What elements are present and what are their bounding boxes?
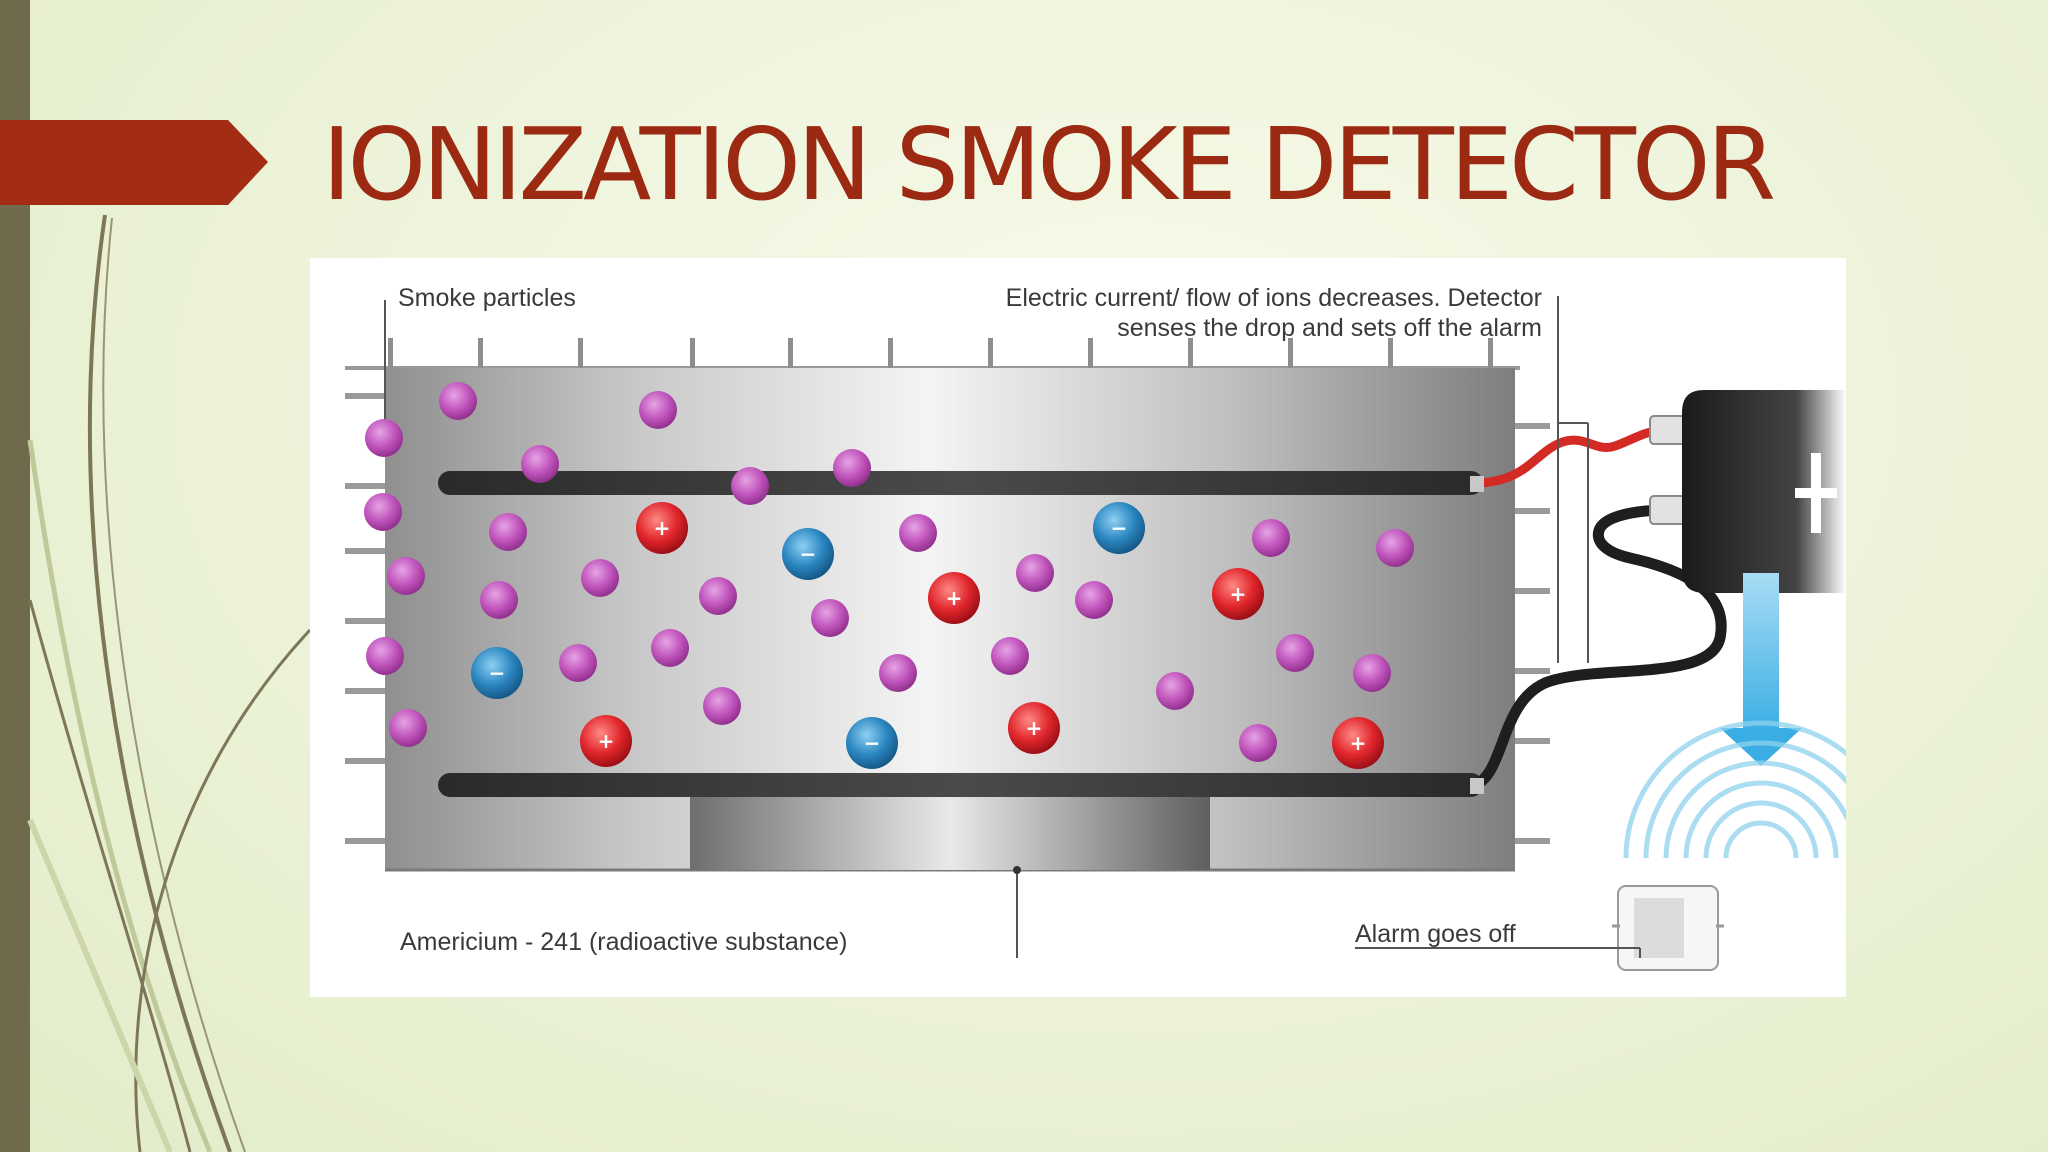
smoke-particle — [1156, 672, 1194, 710]
smoke-particle — [439, 382, 477, 420]
top-electrode-plate — [438, 471, 1483, 495]
svg-text:−: − — [1111, 516, 1128, 540]
smoke-particle — [1276, 634, 1314, 672]
smoke-particle — [879, 654, 917, 692]
negative-ion: − — [782, 528, 834, 580]
diagram-canvas: + + + + + — [345, 284, 1846, 971]
smoke-particle — [699, 577, 737, 615]
smoke-particles — [364, 382, 1414, 762]
bottom-electrode-plate — [438, 773, 1483, 797]
label-americium: Americium - 241 (radioactive substance) — [400, 928, 847, 956]
label-smoke-particles: Smoke particles — [398, 284, 576, 312]
smoke-particle — [991, 637, 1029, 675]
slide-title: IONIZATION SMOKE DETECTOR — [322, 106, 1776, 223]
smoke-particle — [1353, 654, 1391, 692]
negative-ion: − — [846, 717, 898, 769]
circuit-wires — [1469, 420, 1727, 794]
svg-text:+: + — [598, 729, 615, 753]
smoke-particle — [1239, 724, 1277, 762]
alarm-sound-waves-icon — [1623, 720, 1846, 859]
smoke-particle — [387, 557, 425, 595]
smoke-particle — [559, 644, 597, 682]
label-current-line-2: senses the drop and sets off the alarm — [1117, 314, 1542, 342]
positive-ion: + — [928, 572, 980, 624]
smoke-particle — [899, 514, 937, 552]
title-arrow-shape — [0, 120, 268, 205]
smoke-particle — [1075, 581, 1113, 619]
smoke-particle — [1252, 519, 1290, 557]
label-alarm-goes-off: Alarm goes off — [1355, 920, 1516, 948]
smoke-particle — [364, 493, 402, 531]
smoke-particle — [731, 467, 769, 505]
svg-text:−: − — [800, 542, 817, 566]
label-current-line-1: Electric current/ flow of ions decreases… — [1006, 284, 1542, 312]
svg-text:+: + — [654, 516, 671, 540]
positive-ion: + — [1008, 702, 1060, 754]
positive-ions: + + + + + — [580, 502, 1384, 769]
smoke-particle — [581, 559, 619, 597]
smoke-particle — [521, 445, 559, 483]
positive-ion: + — [636, 502, 688, 554]
svg-text:−: − — [489, 661, 506, 685]
smoke-particle — [366, 637, 404, 675]
smoke-particle — [811, 599, 849, 637]
smoke-particle — [703, 687, 741, 725]
negative-ion: − — [1093, 502, 1145, 554]
positive-ion: + — [1332, 717, 1384, 769]
smoke-particle — [1016, 554, 1054, 592]
negative-ion: − — [471, 647, 523, 699]
americium-source-block — [690, 796, 1210, 870]
svg-text:+: + — [946, 586, 963, 610]
smoke-particle — [389, 709, 427, 747]
smoke-detector-diagram: + + + + + — [310, 258, 1846, 997]
detector-side-vents — [345, 393, 1550, 844]
smoke-particle — [1376, 529, 1414, 567]
svg-text:+: + — [1350, 731, 1367, 755]
label-leader-lines — [384, 296, 1641, 958]
smoke-particle — [365, 419, 403, 457]
decorative-swoosh-lines — [27, 214, 312, 1152]
smoke-particle — [489, 513, 527, 551]
smoke-particle — [651, 629, 689, 667]
smoke-particle — [833, 449, 871, 487]
smoke-particle — [639, 391, 677, 429]
positive-ion: + — [580, 715, 632, 767]
alarm-signal-arrow — [1720, 573, 1802, 766]
detector-top-vents — [345, 338, 1520, 370]
alarm-device-icon — [1612, 885, 1724, 971]
smoke-particle — [480, 581, 518, 619]
svg-text:+: + — [1026, 716, 1043, 740]
battery — [1649, 390, 1846, 593]
svg-text:+: + — [1230, 582, 1247, 606]
positive-ion: + — [1212, 568, 1264, 620]
svg-text:−: − — [864, 731, 881, 755]
negative-ions: − − − − — [471, 502, 1145, 769]
